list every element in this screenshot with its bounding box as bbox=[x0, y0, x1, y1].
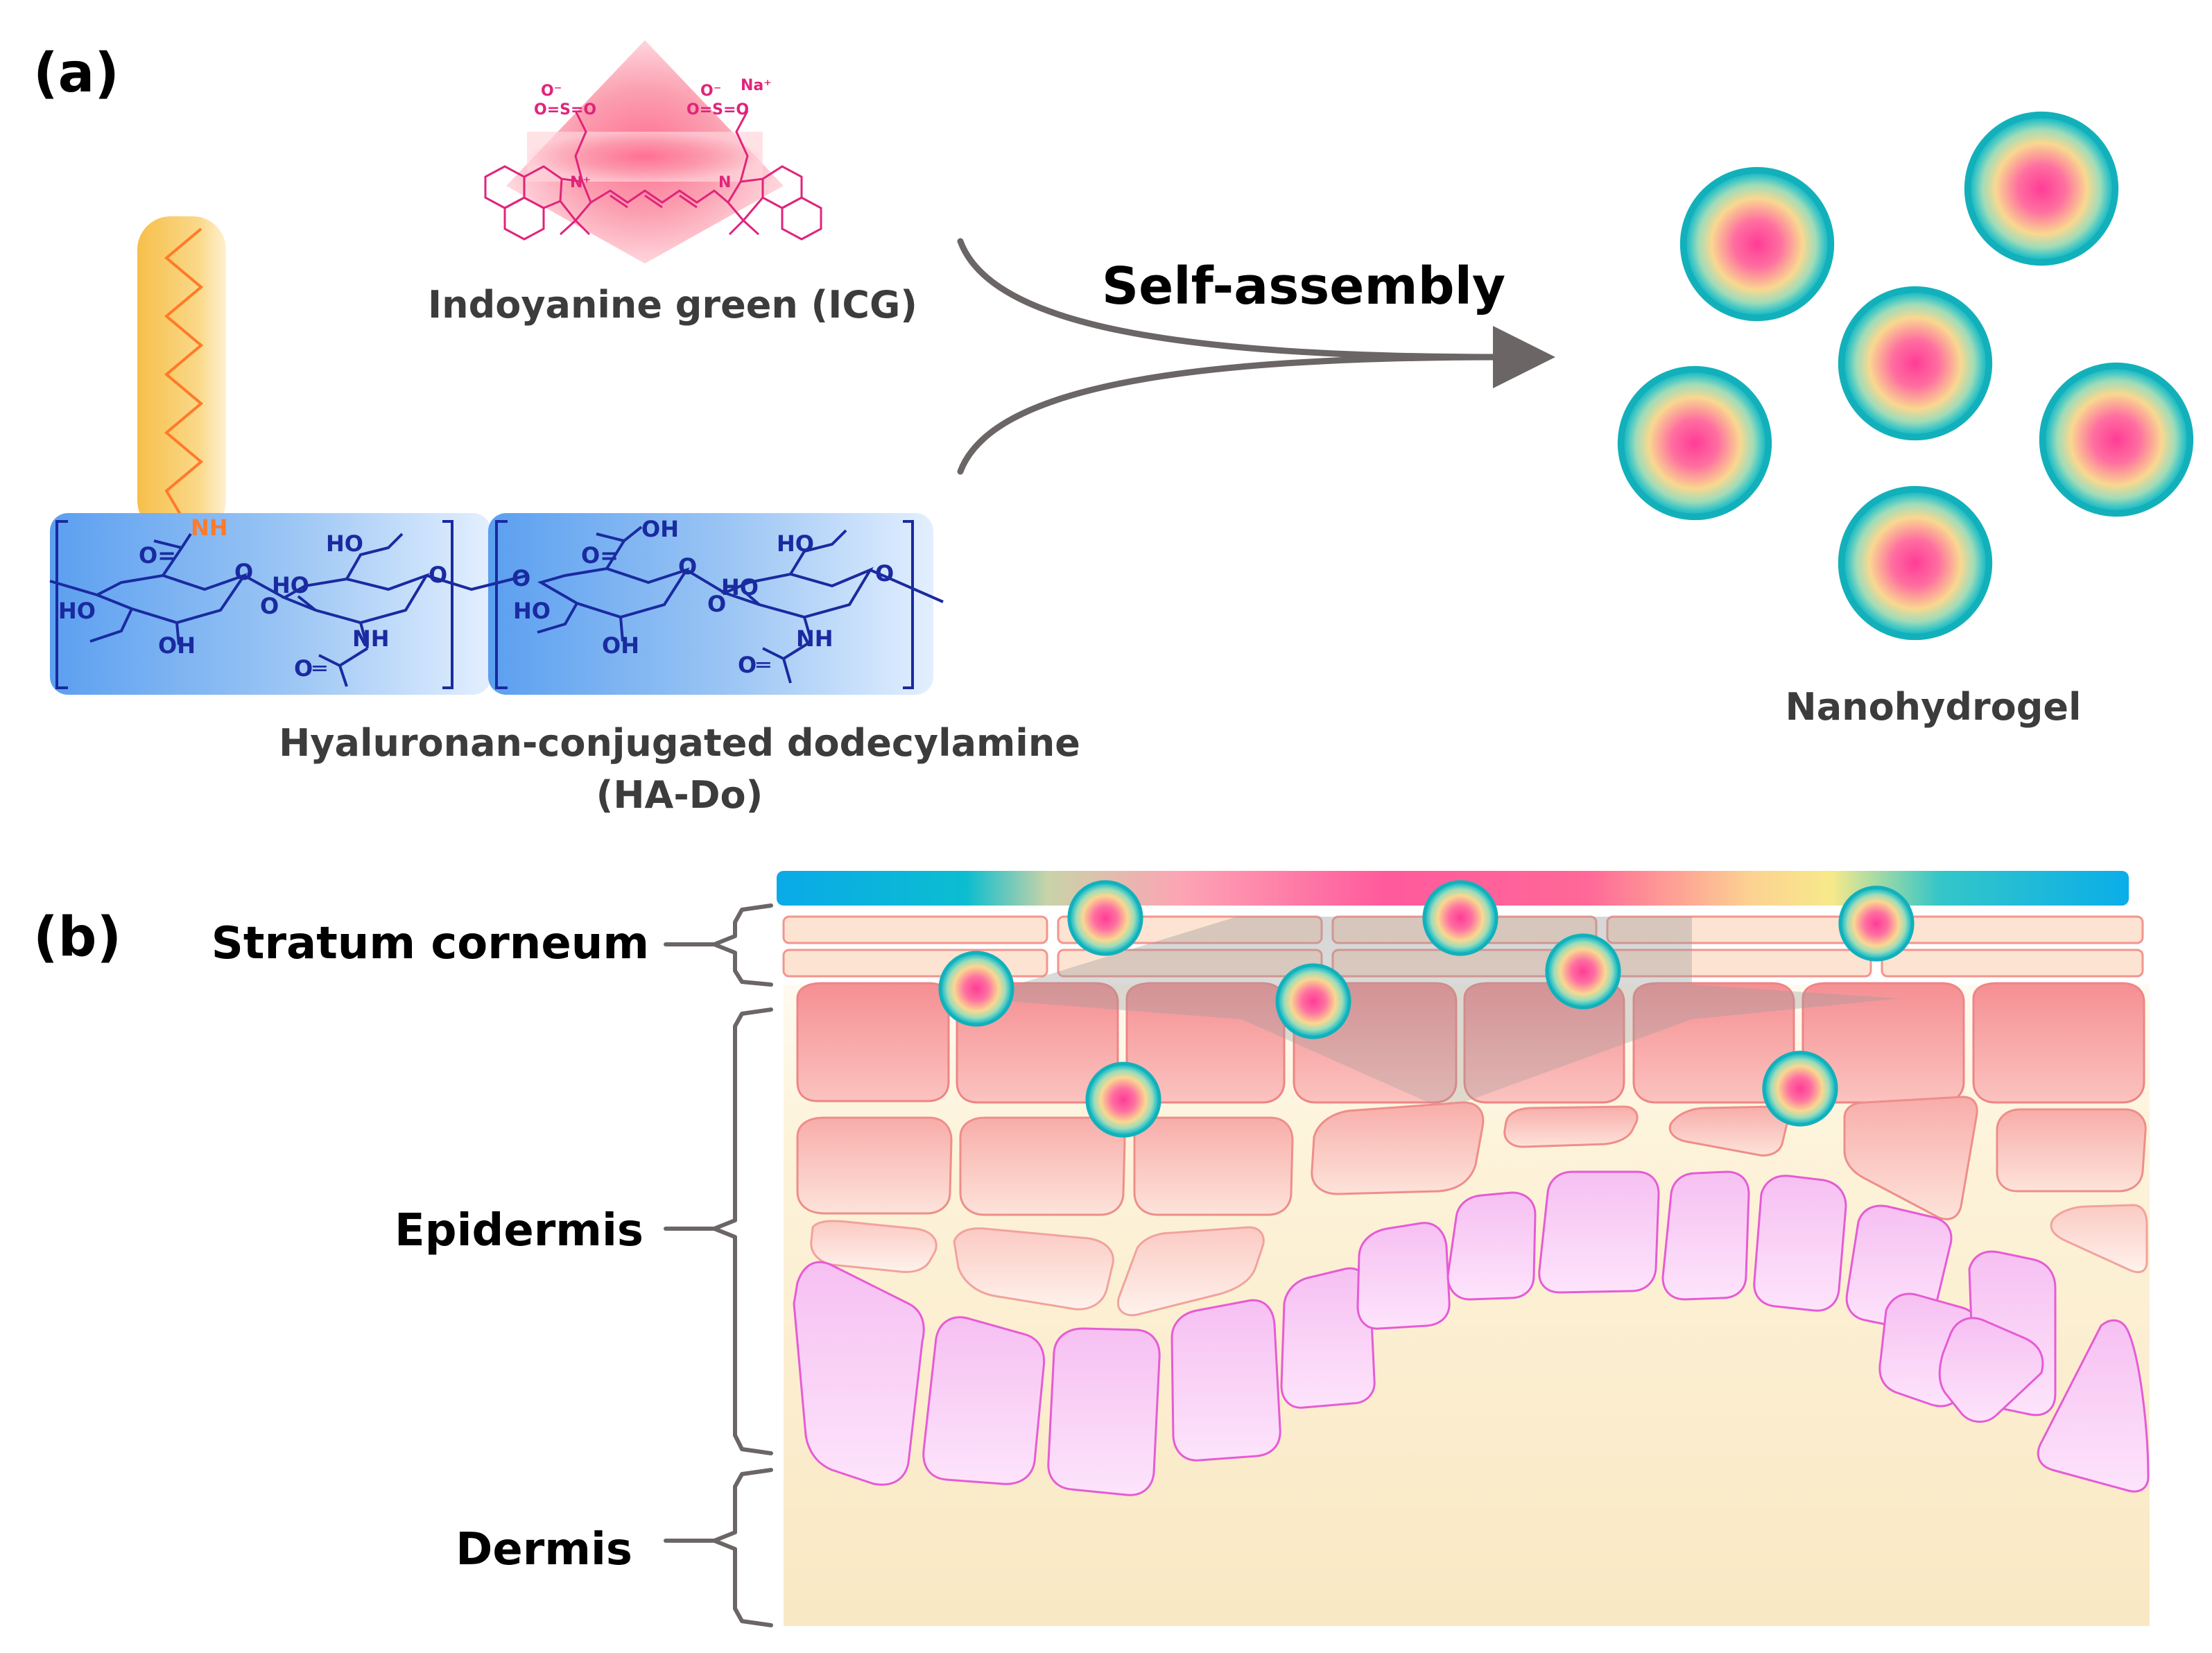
ha-atom-labels: NH O= O HO OH O HO HO O NH O═ O OH O= O … bbox=[58, 514, 894, 682]
nanohydrogel-particle bbox=[1424, 882, 1497, 955]
ho-label-3: HO bbox=[272, 572, 309, 598]
nanohydrogel-particle bbox=[1621, 370, 1769, 517]
glycosidic-o-label-3: O bbox=[707, 591, 726, 617]
epidermis-lower-row bbox=[810, 1204, 2148, 1317]
acetyl-o-label-2: O═ bbox=[738, 652, 770, 678]
ho-label-6: HO bbox=[721, 574, 759, 600]
carbonyl-o-label-1: O= bbox=[139, 542, 176, 569]
nanohydrogel-particle bbox=[1087, 1064, 1160, 1136]
panel-a-letter: (a) bbox=[33, 42, 119, 105]
ring-o-label-2: O bbox=[429, 562, 447, 588]
epidermis-label: Epidermis bbox=[395, 1205, 643, 1256]
permeation-shade bbox=[971, 917, 1900, 1102]
acetyl-o-label-1: O═ bbox=[294, 655, 327, 682]
sodium-ion: Na⁺ bbox=[741, 77, 772, 94]
basal-cell-layer bbox=[793, 1170, 2150, 1496]
self-assembly-arrow bbox=[957, 238, 1555, 475]
nanohydrogel-particle bbox=[1842, 290, 1989, 438]
epidermis-brace bbox=[712, 1007, 773, 1455]
nanohydrogel-particle bbox=[1277, 965, 1350, 1038]
stratum-corneum-brace bbox=[712, 903, 773, 987]
ha-box-right bbox=[488, 513, 933, 695]
nanohydrogel-caption: Nanohydrogel bbox=[1786, 685, 2082, 729]
glycosidic-o-label-1: O bbox=[260, 593, 279, 619]
ha-do-caption-line2: (HA-Do) bbox=[596, 773, 763, 817]
nh-label-2: NH bbox=[796, 625, 833, 652]
n-label: N bbox=[718, 174, 731, 191]
oh-label-1: OH bbox=[158, 632, 196, 659]
nanohydrogel-particle bbox=[1684, 171, 1831, 318]
dermis-brace bbox=[712, 1468, 773, 1627]
nanohydrogel-particle bbox=[1842, 490, 1989, 637]
oh-label-2: OH bbox=[602, 632, 639, 659]
ho-label-1: HO bbox=[58, 598, 96, 624]
epidermis-middle-row bbox=[796, 1096, 2147, 1220]
ha-box-left bbox=[50, 513, 491, 695]
icg-caption: Indoyanine green (ICG) bbox=[428, 283, 917, 327]
ring-o-label-3: O bbox=[678, 553, 697, 580]
carbonyl-o-label-2: O= bbox=[581, 542, 619, 569]
cooh-oh-label: OH bbox=[641, 516, 679, 542]
glycosidic-o-label-2: O bbox=[512, 565, 530, 591]
nanohydrogel-particle bbox=[1764, 1053, 1837, 1125]
sulfonate-group-right: O=S=O bbox=[686, 101, 749, 119]
ring-o-label-4: O bbox=[875, 560, 894, 587]
nanohydrogel-particle bbox=[1840, 888, 1913, 960]
stratum-corneum-label: Stratum corneum bbox=[211, 918, 649, 969]
nanohydrogel-cluster bbox=[1621, 115, 2191, 637]
ha-do-caption-line1: Hyaluronan-conjugated dodecylamine bbox=[279, 721, 1080, 765]
ring-o-label-1: O bbox=[234, 559, 253, 585]
ho-label-2: HO bbox=[326, 530, 363, 557]
ho-label-5: HO bbox=[777, 530, 814, 557]
amide-nh-label: NH bbox=[191, 514, 228, 541]
dermis-label: Dermis bbox=[456, 1524, 632, 1575]
panel-b-letter: (b) bbox=[33, 906, 121, 969]
ho-label-4: HO bbox=[513, 598, 551, 624]
nanohydrogel-particle bbox=[1547, 935, 1620, 1008]
nh-label-1: NH bbox=[352, 625, 390, 652]
alkyl-chain bbox=[137, 216, 226, 534]
nanohydrogel-particle bbox=[1069, 882, 1142, 955]
ha-structure bbox=[49, 520, 944, 689]
icg-molecule: O⁻ O=S=O O⁻ O=S=O Na⁺ N⁺ N bbox=[484, 40, 822, 263]
layer-braces bbox=[664, 903, 773, 1627]
n-plus-label: N⁺ bbox=[570, 174, 591, 191]
sulfonate-o-minus-right: O⁻ bbox=[700, 83, 721, 100]
sulfonate-o-minus-left: O⁻ bbox=[541, 83, 562, 100]
nanohydrogel-particle bbox=[1968, 115, 2116, 263]
sulfonate-group-left: O=S=O bbox=[534, 101, 596, 119]
nanohydrogel-particle bbox=[940, 953, 1013, 1025]
nanohydrogel-particle bbox=[2043, 366, 2191, 514]
self-assembly-label: Self-assembly bbox=[1102, 257, 1505, 316]
